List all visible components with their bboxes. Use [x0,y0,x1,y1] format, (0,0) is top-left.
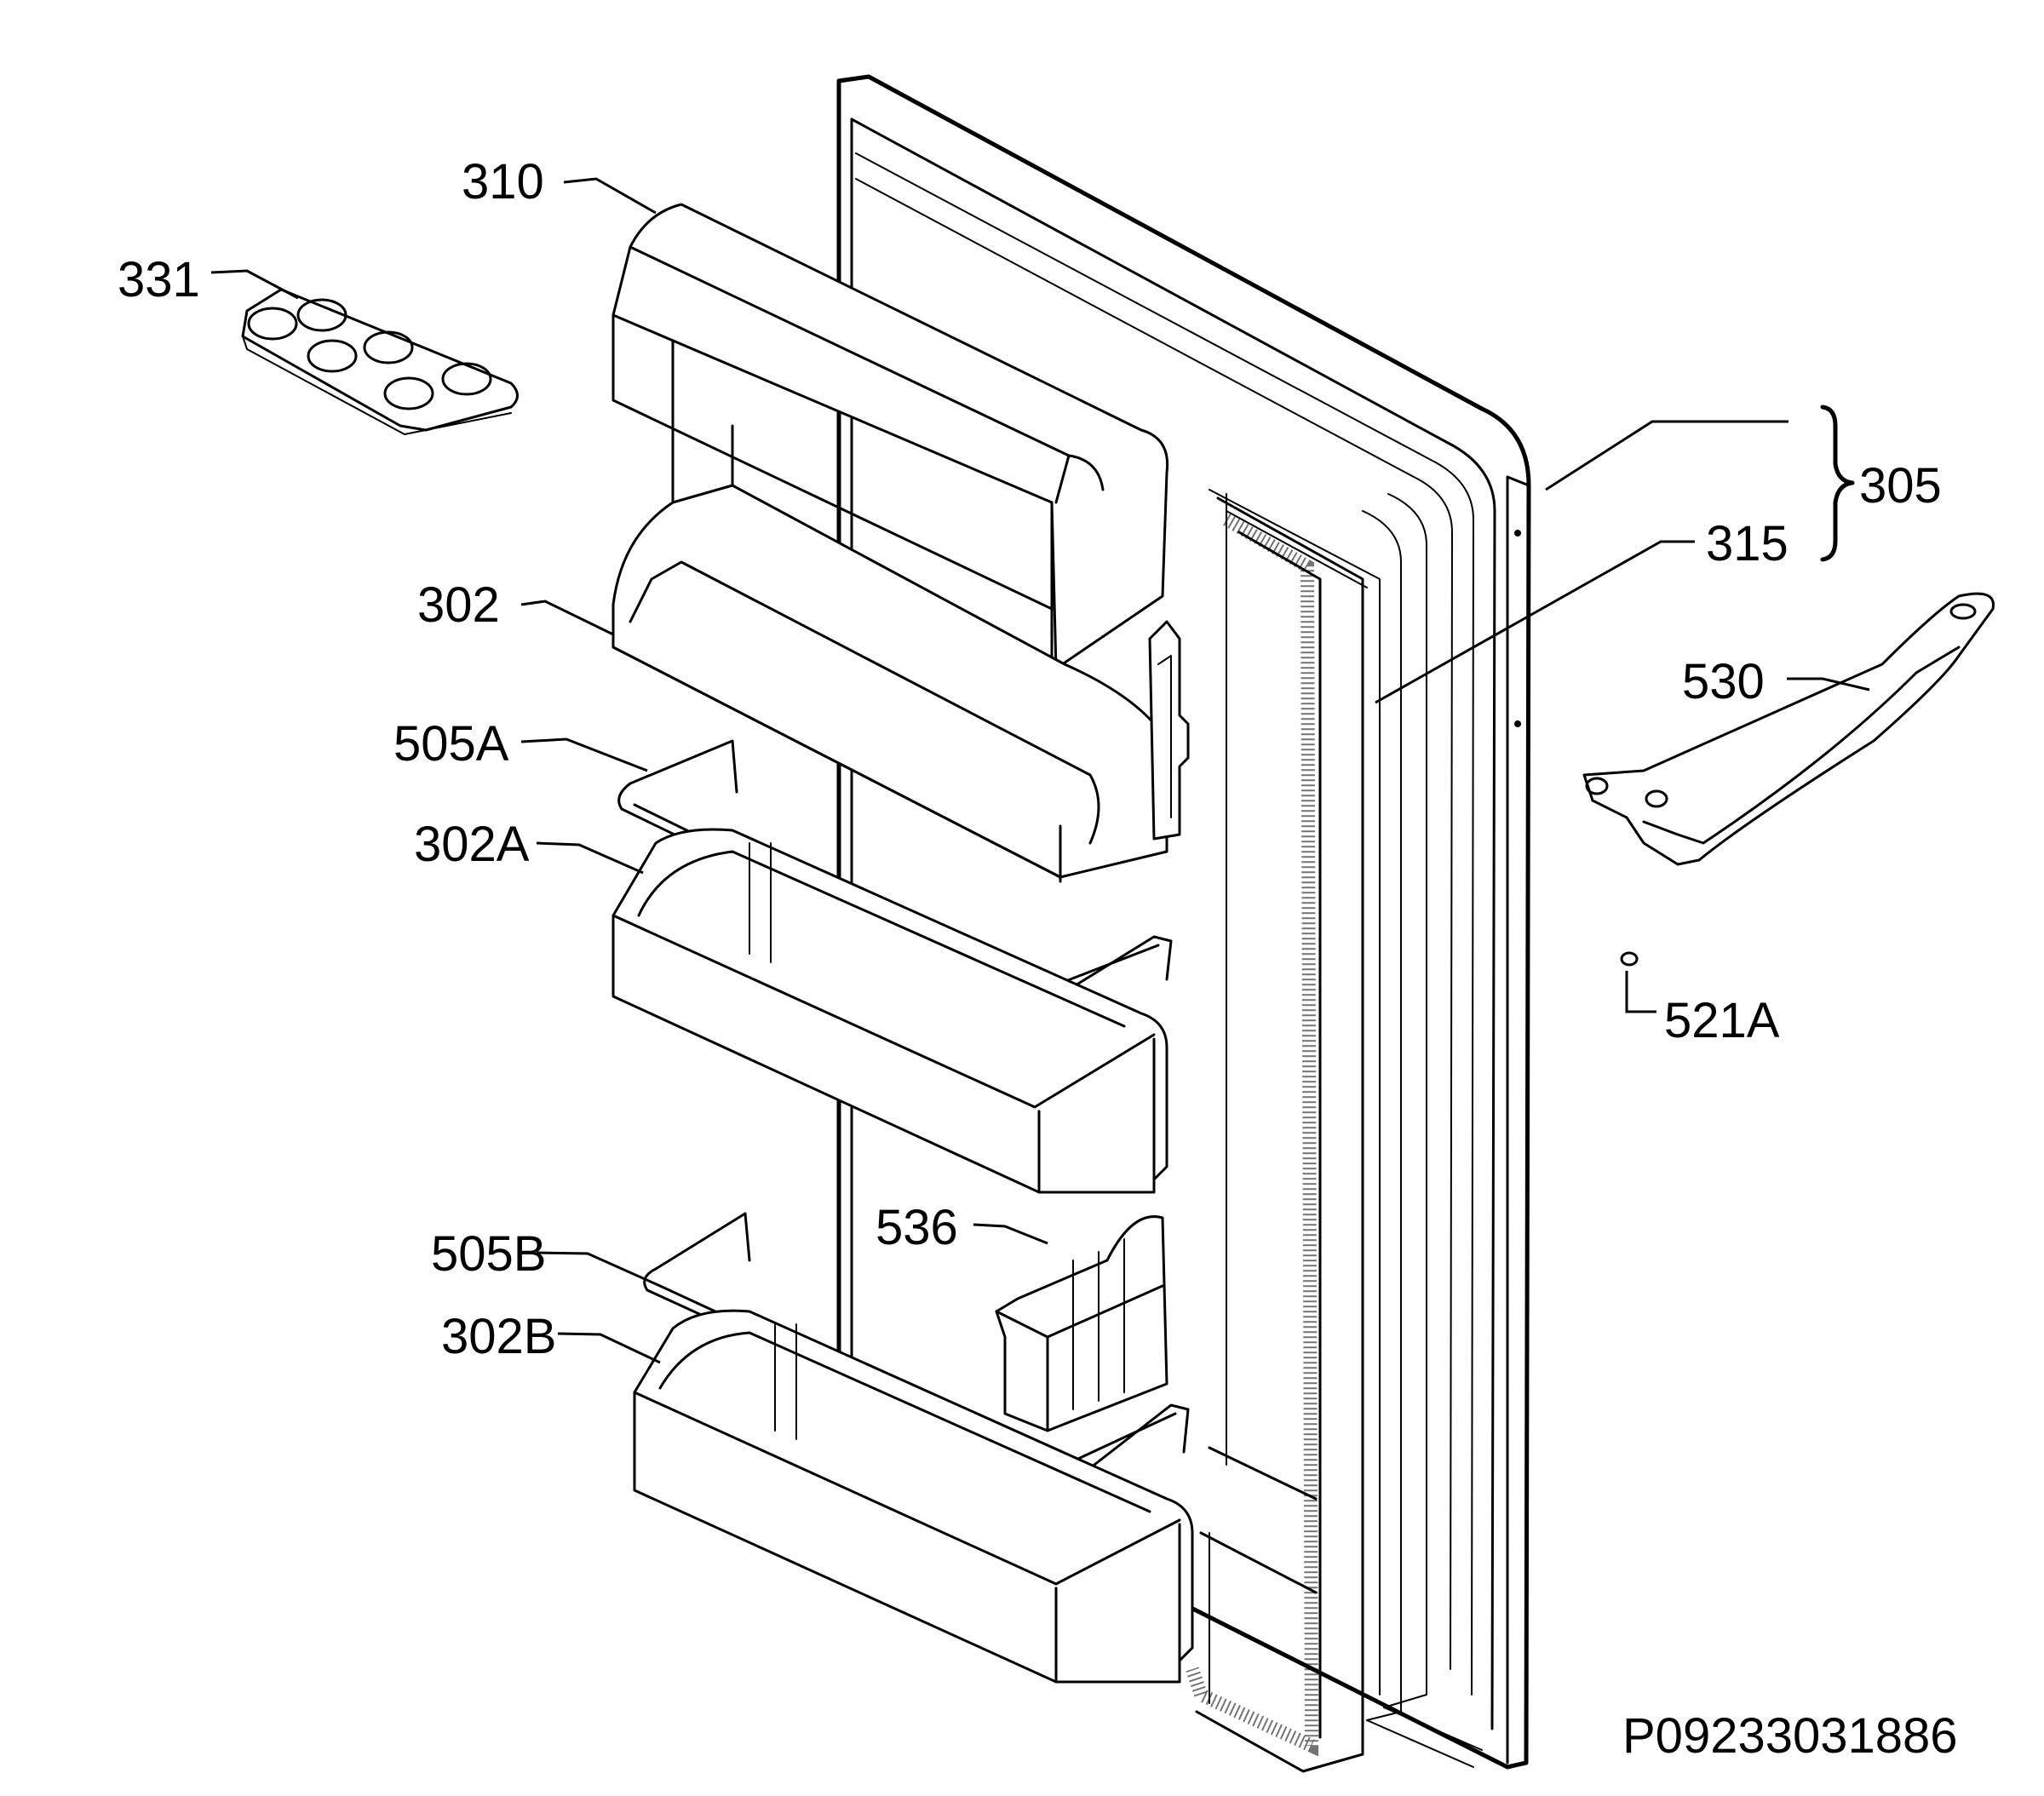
label-315: 315 [1706,516,1788,571]
part-labels: 310 331 302 505A 302A 505B 302B 536 305 … [118,154,1958,1764]
screw [1620,951,1656,1013]
label-302b: 302B [441,1309,556,1364]
bottle-divider [995,1215,1168,1432]
label-505a: 505A [393,716,509,772]
label-521a: 521A [1664,993,1780,1048]
door-handle [1582,592,1995,866]
door-gasket [1186,493,1364,1773]
dairy-lid [611,203,1169,670]
label-530: 530 [1682,654,1765,709]
label-331: 331 [118,252,200,307]
label-305: 305 [1859,458,1942,514]
label-302: 302 [417,577,500,633]
label-310: 310 [462,154,544,209]
leader-lines [210,177,1870,1364]
label-536: 536 [876,1200,958,1255]
label-302a: 302A [414,817,530,872]
egg-tray [241,288,519,435]
door-bin-b [633,1309,1194,1684]
label-505b: 505B [431,1226,546,1282]
dairy-shelf [611,339,1190,883]
drawing-code: P09233031886 [1622,1708,1958,1764]
door-bin-a [611,828,1168,1194]
